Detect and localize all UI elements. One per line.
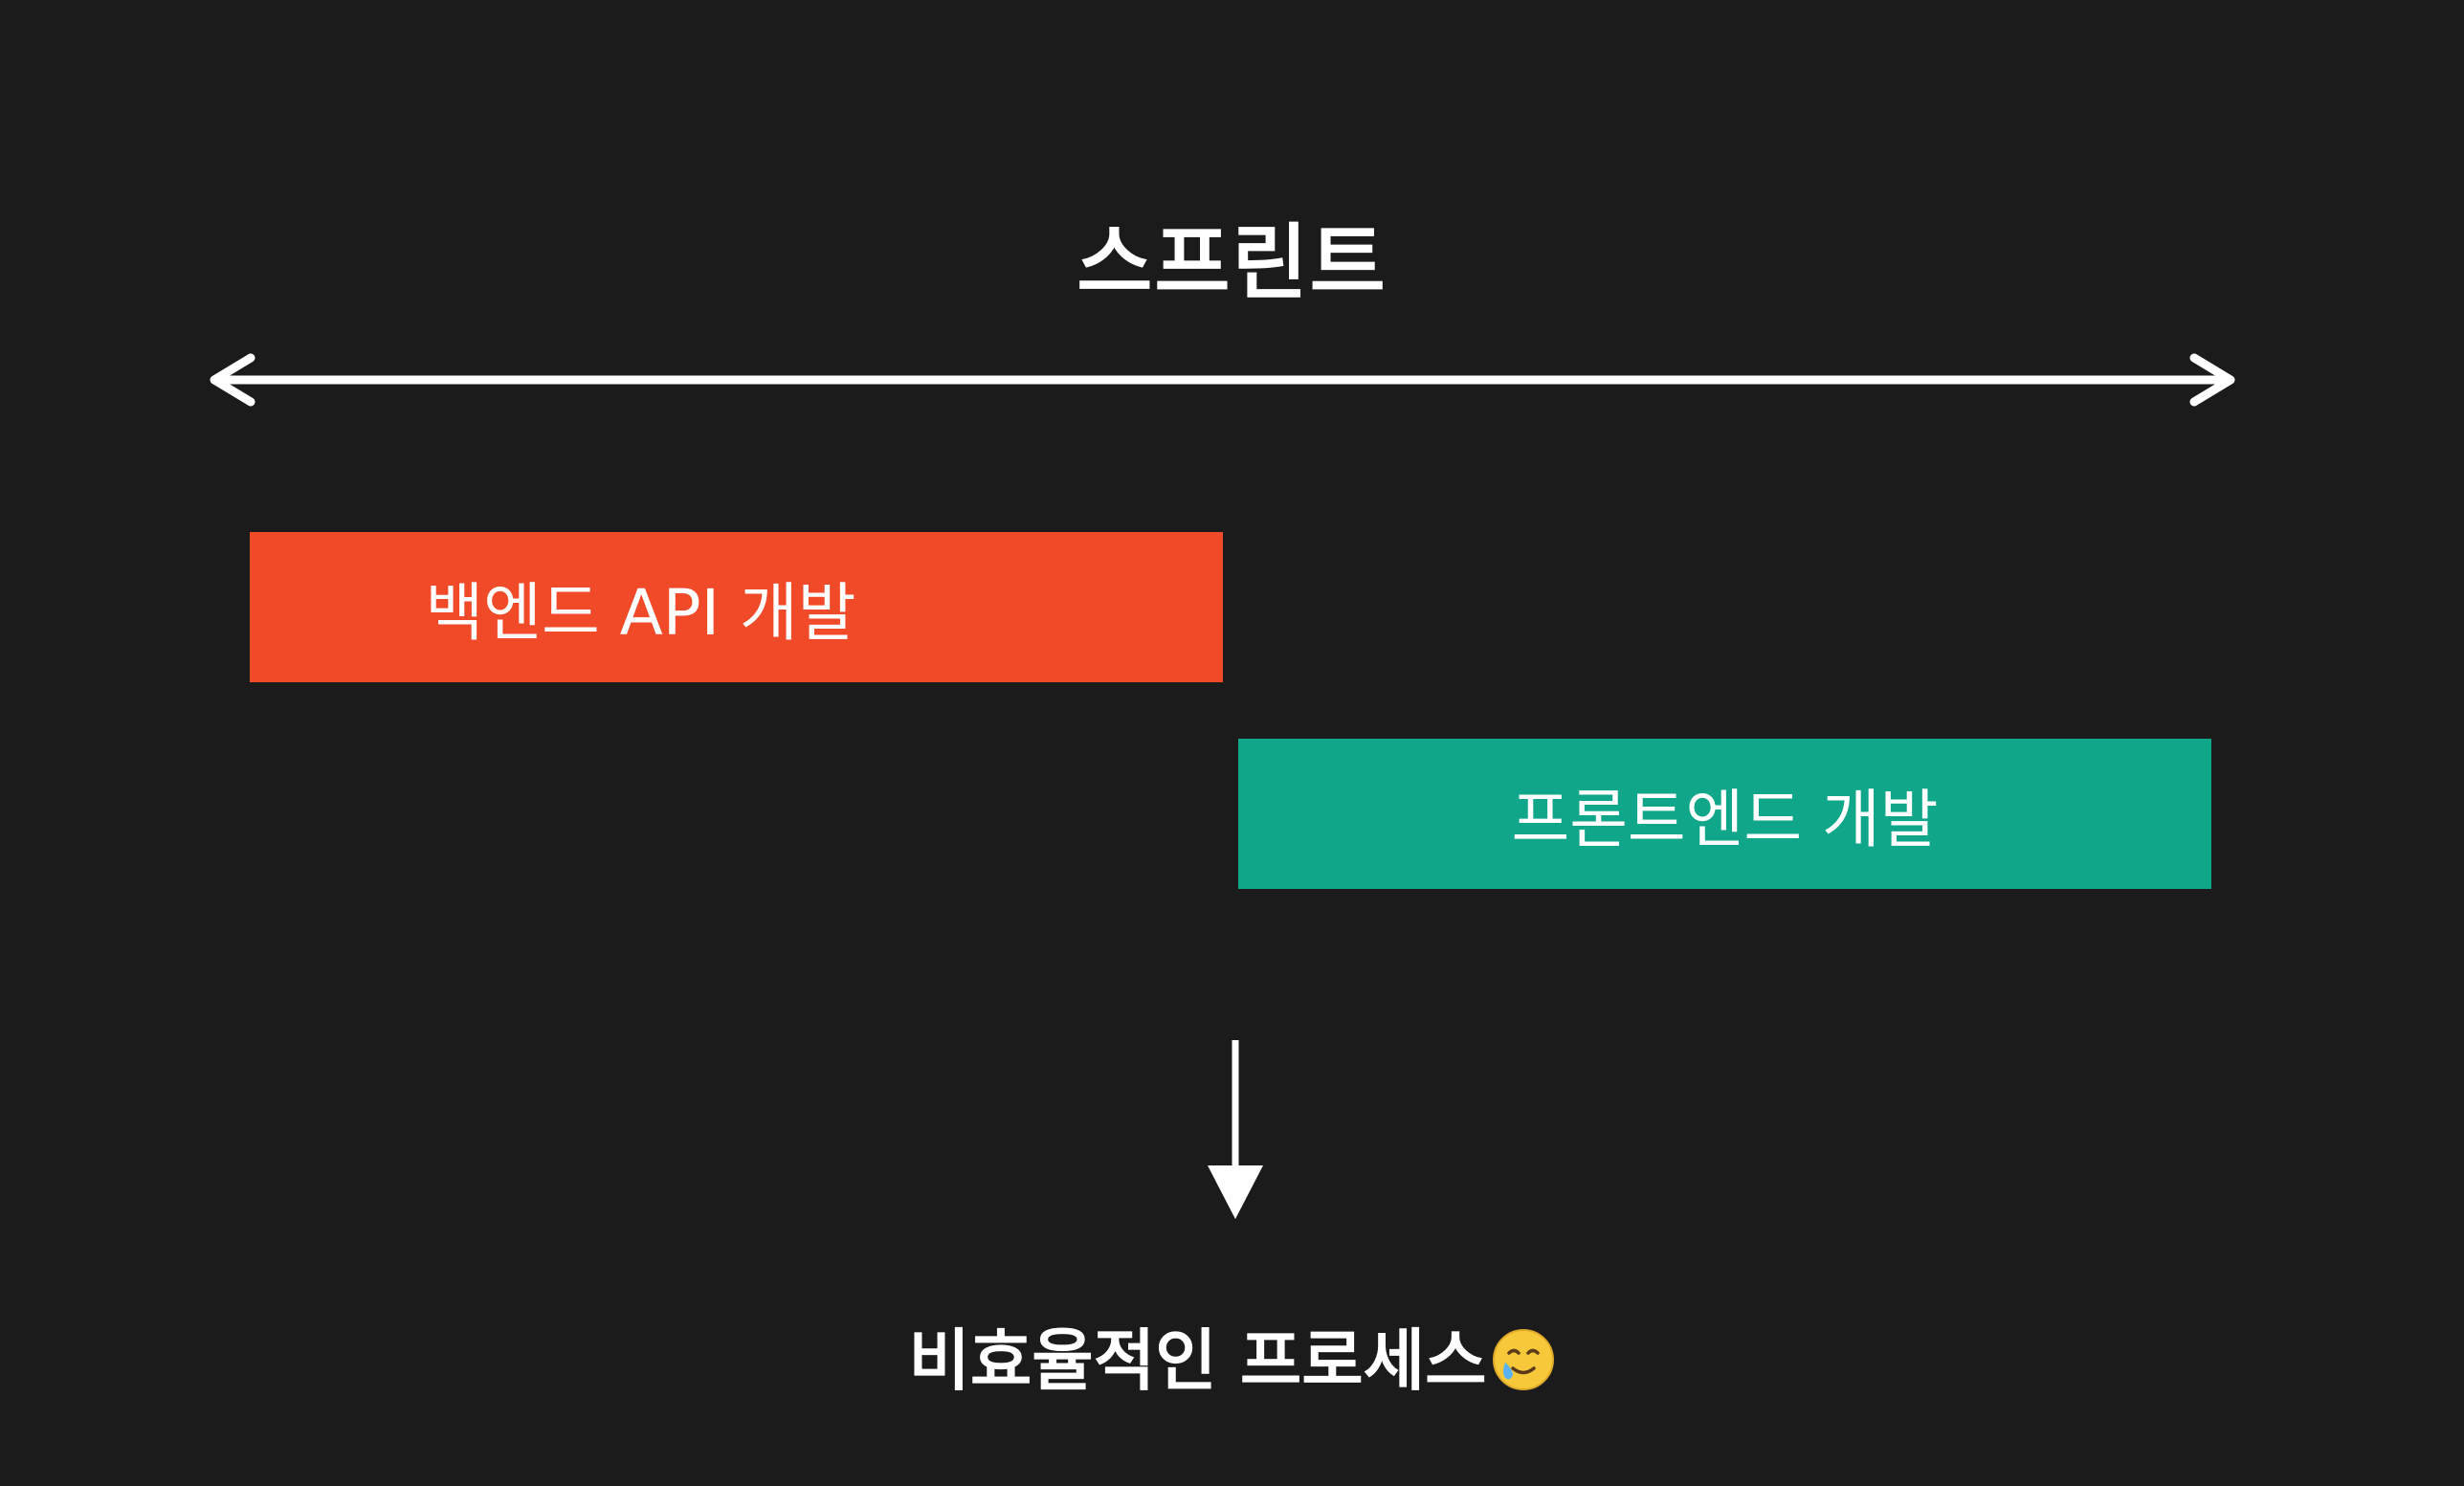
down-arrow-head bbox=[1208, 1165, 1263, 1219]
smiling-face-with-tear-icon bbox=[1493, 1328, 1555, 1390]
frontend-label: 프론트엔드 개발 bbox=[1511, 782, 1939, 856]
backend-api-label: 백엔드 API 개발 bbox=[425, 575, 856, 650]
frontend-bar: 프론트엔드 개발 bbox=[1238, 739, 2211, 889]
conclusion-text: 비효율적인 프로세스 bbox=[908, 1321, 1487, 1400]
backend-api-bar: 백엔드 API 개발 bbox=[250, 532, 1223, 682]
arrow-right-head bbox=[2189, 353, 2235, 407]
arrow-left-head bbox=[210, 353, 255, 407]
diagram-title: 스프린트 bbox=[1077, 215, 1387, 311]
conclusion-text-row: 비효율적인 프로세스 bbox=[0, 1313, 2464, 1408]
